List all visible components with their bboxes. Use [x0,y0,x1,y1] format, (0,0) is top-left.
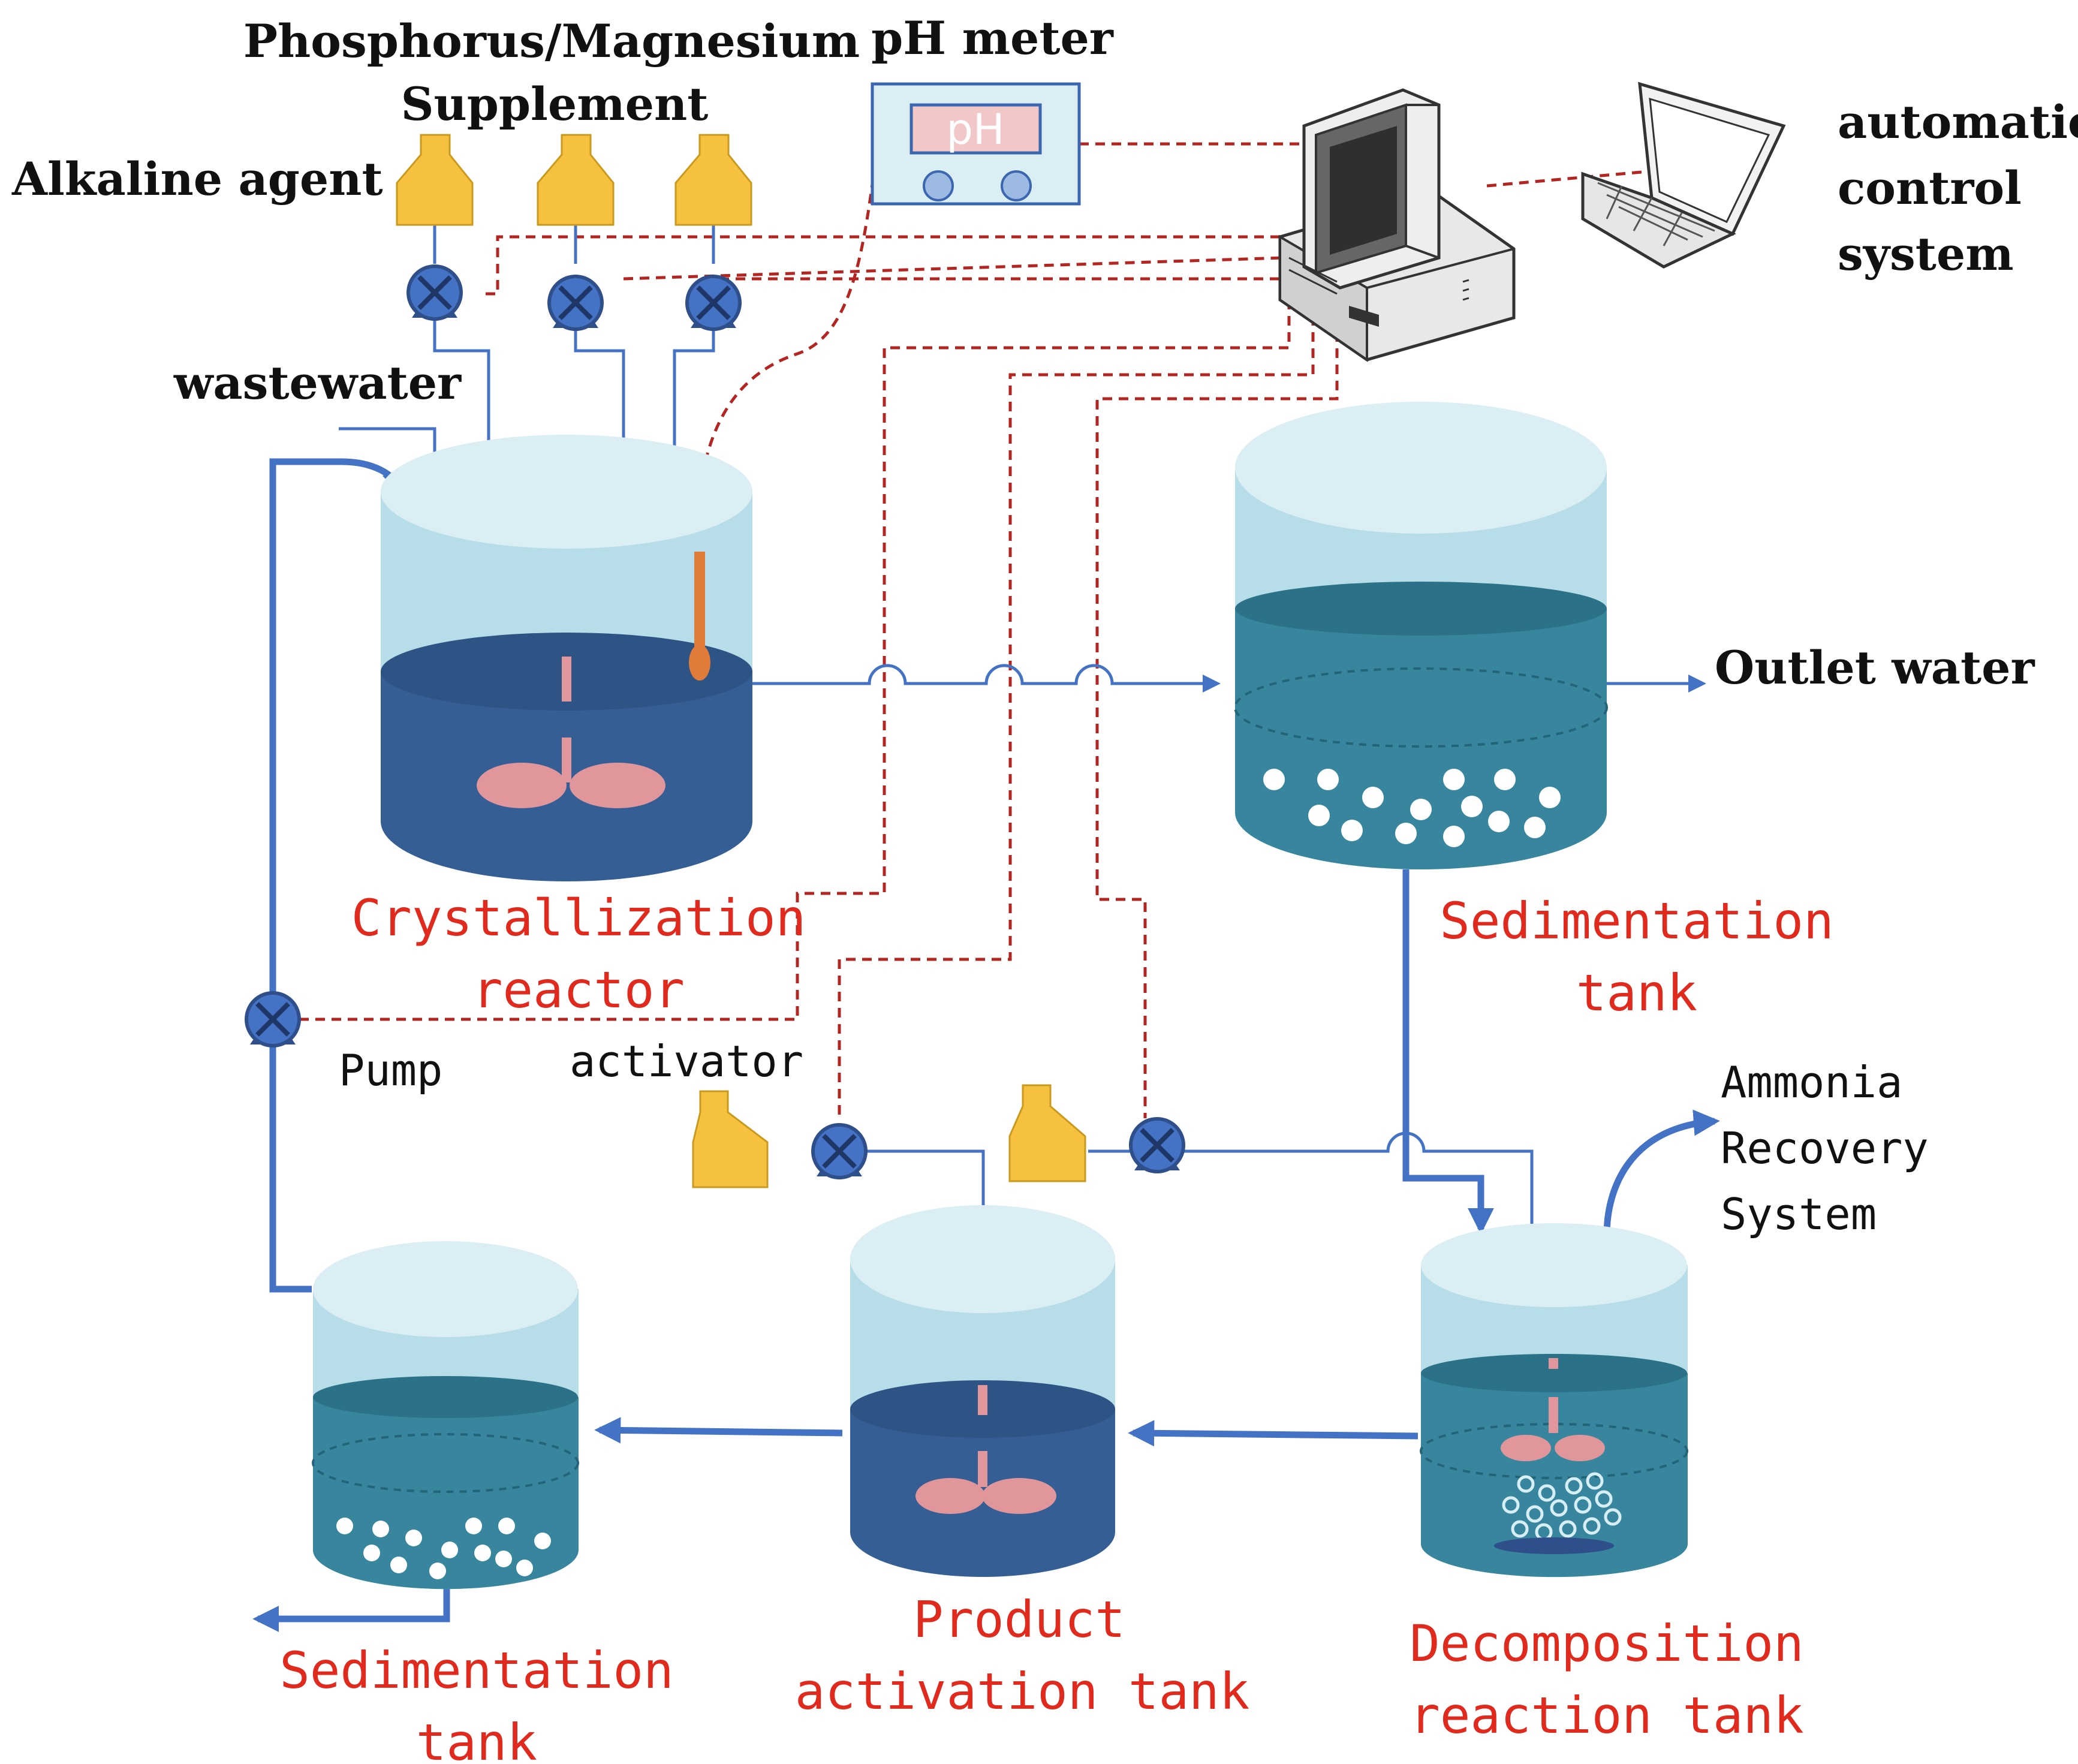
label-reaction-tank: reaction tank [1410,1686,1803,1745]
label-ammonia-system: System [1721,1189,1877,1239]
label-pump: Pump [339,1045,442,1095]
labels: Phosphorus/Magnesium Supplement pH meter… [11,11,2078,1764]
label-outlet-water: Outlet water [1715,641,2035,694]
bottle-second [1008,1084,1086,1182]
label-activation-tank: activation tank [795,1662,1250,1721]
bottle-alkaline [396,134,474,226]
pump-icon [687,276,740,329]
chemical-bottles [396,134,1086,1188]
product-activation-tank [850,1205,1115,1577]
crystal-particles-bottom [336,1518,551,1579]
label-sedimentation-top: Sedimentation [1439,892,1833,950]
label-automatic: automatic [1838,95,2078,149]
pump-icon [813,1125,866,1178]
decomposition-reaction-tank [1420,1223,1688,1578]
label-supplement: Supplement [401,77,709,131]
label-control: control [1838,161,2022,215]
bottle-phosphorus [537,134,615,226]
pump-icon [246,993,299,1046]
pump-icon [549,276,602,329]
label-activator: activator [570,1036,803,1086]
label-tank-top: tank [1576,964,1697,1022]
pump-icon [408,266,461,319]
label-decomposition: Decomposition [1410,1614,1803,1673]
label-alkaline-agent: Alkaline agent [11,152,383,206]
bottle-magnesium [674,134,752,226]
crystal-particles [1263,769,1561,847]
sedimentation-tank-top [1234,402,1608,869]
label-system: system [1838,227,2014,281]
laptop-icon [1581,82,1786,269]
label-phosphorus-magnesium: Phosphorus/Magnesium [243,14,860,68]
label-ph-meter: pH meter [871,11,1114,65]
sedimentation-tank-bottom [312,1241,579,1590]
pump-icon [1131,1119,1183,1172]
label-wastewater: wastewater [173,356,462,410]
label-tank-bottom: tank [416,1713,537,1764]
ph-probe [694,552,705,654]
computer-icon [1278,88,1516,362]
crystallization-reactor [381,435,752,881]
ph-meter: pH [871,82,1081,206]
bottle-activator [692,1090,769,1188]
label-reactor: reactor [472,961,685,1019]
label-ammonia: Ammonia [1721,1057,1902,1107]
label-sedimentation-bottom: Sedimentation [279,1641,673,1700]
label-product: Product [913,1590,1125,1649]
label-crystallization: Crystallization [351,889,806,947]
ph-display-text: pH [946,105,1004,154]
label-recovery: Recovery [1721,1123,1929,1173]
